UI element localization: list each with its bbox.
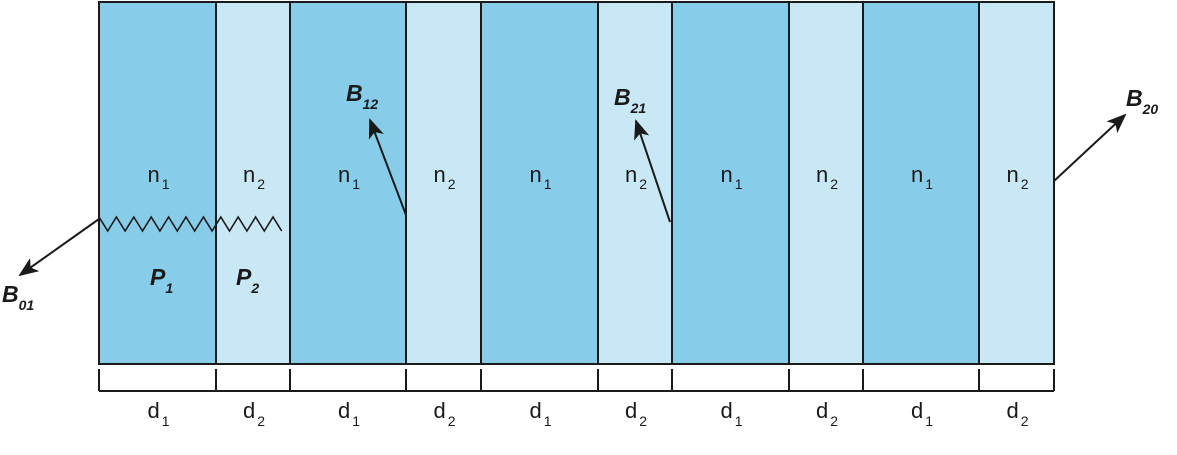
layer-2 (215, 1, 291, 365)
layer-stack (98, 1, 1055, 365)
layer-3 (289, 1, 407, 365)
layer-8 (788, 1, 864, 365)
arrow-b01 (18, 218, 100, 277)
label-b12: B12 (346, 80, 378, 112)
layer-1 (98, 1, 217, 365)
label-p1: P1 (150, 264, 173, 296)
arrow-b21 (634, 119, 671, 223)
label-b21: B21 (614, 84, 646, 116)
thickness-brackets (98, 369, 1055, 392)
wave-zigzag (98, 215, 283, 233)
arrow-b20 (1053, 113, 1127, 182)
layer-4 (405, 1, 482, 365)
layer-9 (862, 1, 980, 365)
layer-5 (480, 1, 599, 365)
label-b20: B20 (1126, 85, 1158, 117)
arrow-b12 (368, 118, 407, 216)
label-p2: P2 (236, 264, 259, 296)
layer-6 (597, 1, 673, 365)
layer-7 (671, 1, 790, 365)
label-b01: B01 (2, 281, 34, 313)
layer-10 (978, 1, 1055, 365)
